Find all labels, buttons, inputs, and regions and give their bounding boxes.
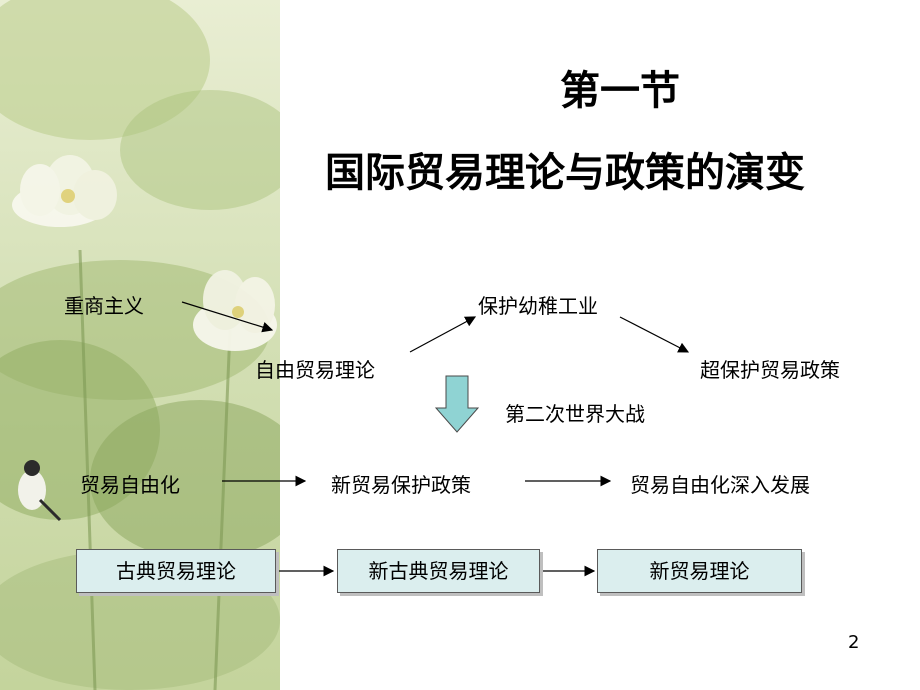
box-neoclassical-trade-theory: 新古典贸易理论	[337, 549, 540, 593]
lotus-painting-image	[0, 0, 280, 690]
box-new-trade-theory: 新贸易理论	[597, 549, 802, 593]
slide-title-topic: 国际贸易理论与政策的演变	[325, 150, 805, 196]
slide-title-section: 第一节	[560, 68, 680, 114]
label-new-protectionism: 新贸易保护政策	[331, 473, 471, 497]
arrow-infant-industry-to-super-protection	[619, 316, 690, 353]
label-world-war-two: 第二次世界大战	[505, 402, 645, 426]
arrow-free-trade-to-infant-industry	[409, 316, 477, 353]
down-arrow-icon	[434, 375, 480, 433]
label-trade-liberalization: 贸易自由化	[80, 473, 180, 497]
label-free-trade-theory: 自由贸易理论	[255, 358, 375, 382]
page-number: 2	[848, 632, 860, 653]
label-deep-liberalization: 贸易自由化深入发展	[630, 473, 810, 497]
box-classical-trade-theory: 古典贸易理论	[76, 549, 276, 593]
label-infant-industry-protection: 保护幼稚工业	[478, 294, 598, 318]
label-mercantilism: 重商主义	[64, 294, 144, 318]
label-super-protection-policy: 超保护贸易政策	[700, 358, 840, 382]
